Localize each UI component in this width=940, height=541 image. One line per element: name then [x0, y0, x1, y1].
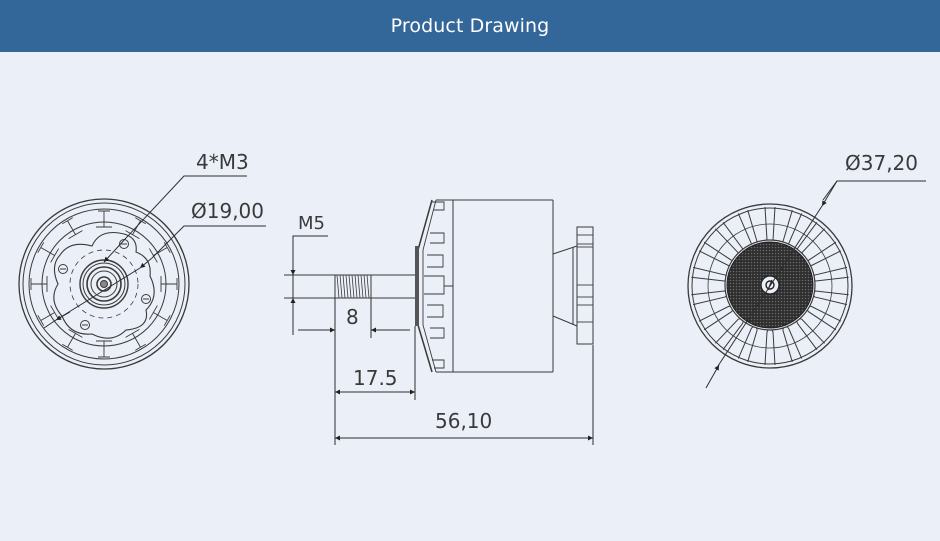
dim-shaft-thread: M5 [298, 213, 325, 234]
dim-shaft-length: 17.5 [353, 366, 398, 390]
dim-hole-circle: Ø19,00 [191, 199, 264, 223]
dim-mount-holes: 4*M3 [196, 150, 249, 174]
dim-bell-diameter: Ø37,20 [845, 151, 918, 175]
thread-icon [336, 274, 370, 299]
front-view [687, 203, 853, 369]
technical-drawing [18, 175, 926, 445]
dim-thread-length: 8 [346, 305, 359, 329]
side-view [284, 199, 594, 373]
rear-view-leaders [43, 175, 266, 329]
page-header: Product Drawing [0, 0, 940, 52]
dim-overall-length: 56,10 [435, 409, 493, 433]
product-drawing-canvas: 4*M3 Ø19,00 M5 8 17.5 56,10 Ø37,20 [0, 52, 940, 541]
side-view-dimensions [290, 235, 594, 445]
mount-screw-icon [58, 239, 151, 330]
page-title: Product Drawing [390, 15, 550, 37]
rear-view [18, 198, 190, 370]
front-view-leaders [705, 180, 926, 389]
